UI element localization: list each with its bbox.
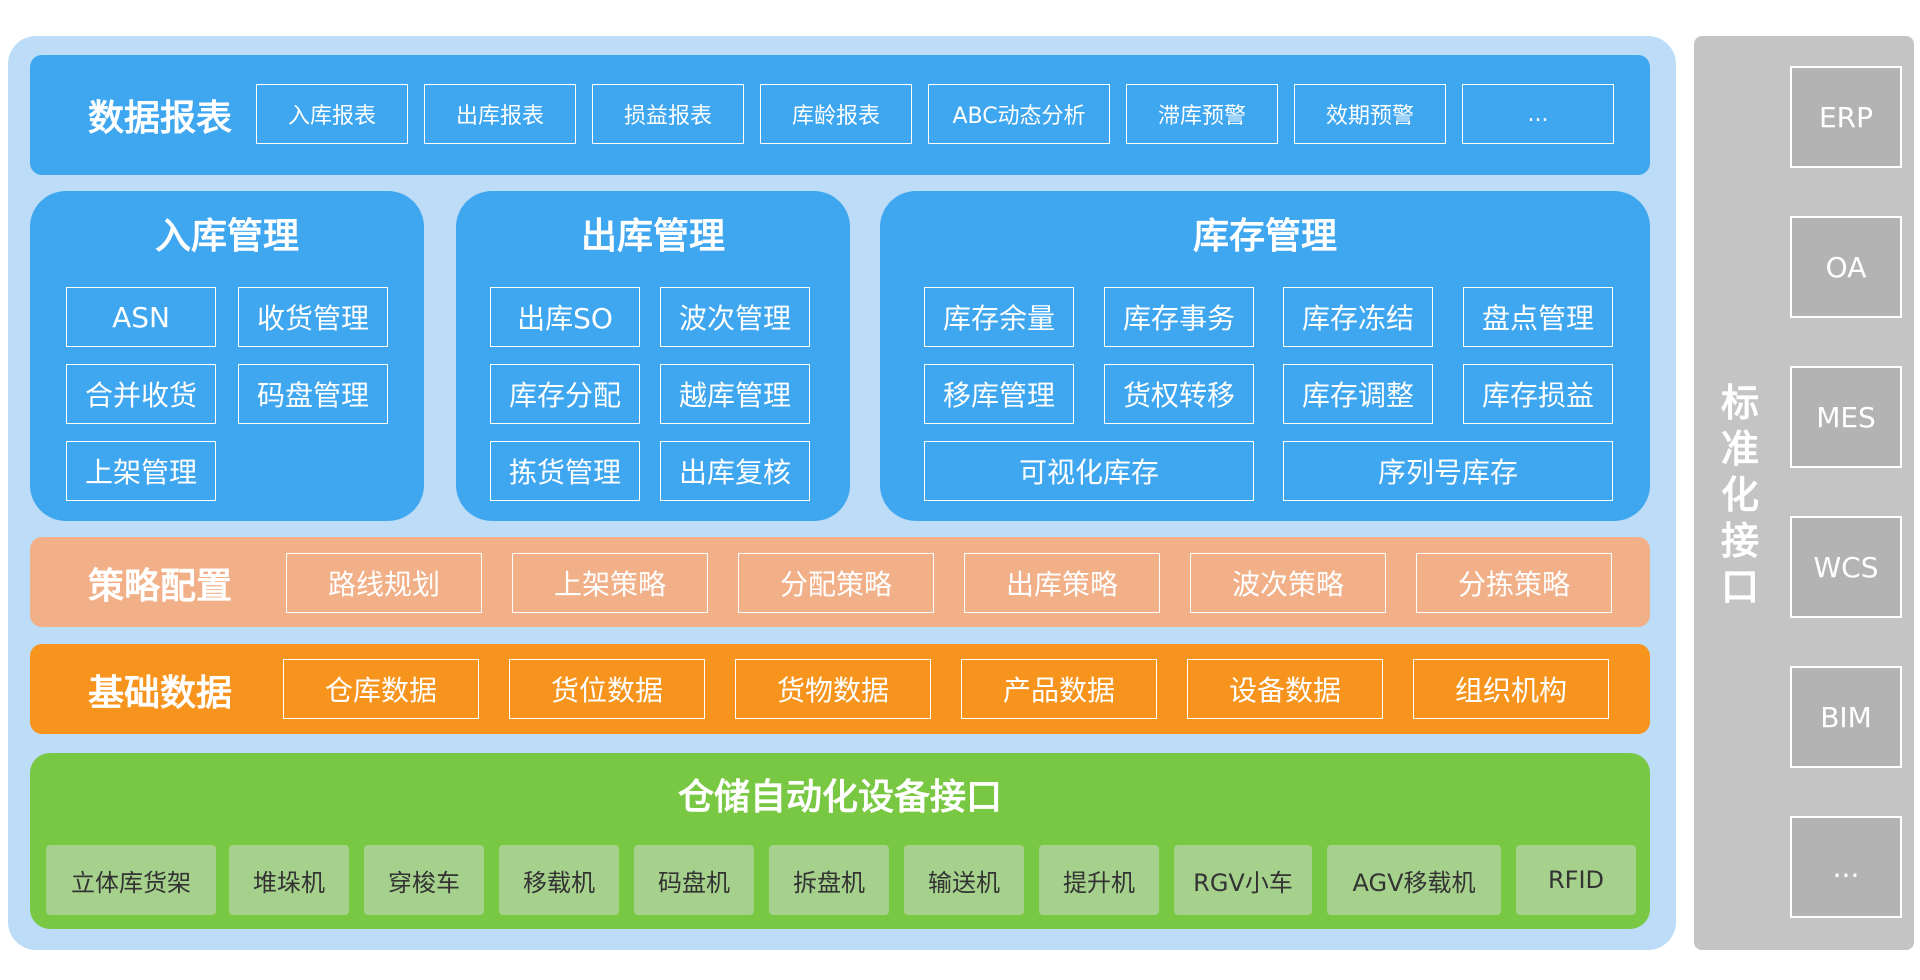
automation-item-transfer: 移载机 <box>499 845 619 915</box>
outbound-item-wave: 波次管理 <box>660 287 810 347</box>
base-item-location: 货位数据 <box>509 659 705 719</box>
base-item-equipment: 设备数据 <box>1187 659 1383 719</box>
strategy-item-allocation: 分配策略 <box>738 553 934 613</box>
inventory-panel <box>880 191 1650 521</box>
data-report-row <box>30 55 1650 175</box>
automation-item-stacker: 堆垛机 <box>229 845 349 915</box>
inventory-item-visual: 可视化库存 <box>924 441 1254 501</box>
report-item-stock-age: 库龄报表 <box>760 84 912 144</box>
inventory-item-transactions: 库存事务 <box>1104 287 1254 347</box>
automation-item-lift: 提升机 <box>1039 845 1159 915</box>
inventory-item-adjustment: 库存调整 <box>1283 364 1433 424</box>
base-item-product: 产品数据 <box>961 659 1157 719</box>
automation-item-rfid: RFID <box>1516 845 1636 915</box>
outbound-panel <box>456 191 850 521</box>
outbound-title: 出库管理 <box>580 216 725 257</box>
outbound-item-review: 出库复核 <box>660 441 810 501</box>
base-item-warehouse: 仓库数据 <box>283 659 479 719</box>
inbound-item-merge-receiving: 合并收货 <box>66 364 216 424</box>
inbound-item-asn: ASN <box>66 287 216 347</box>
report-item-overstock-alert: 滞库预警 <box>1126 84 1278 144</box>
data-report-title: 数据报表 <box>87 98 232 139</box>
inbound-panel <box>30 191 424 521</box>
automation-item-agv: AGV移载机 <box>1327 845 1501 915</box>
inbound-item-putaway: 上架管理 <box>66 441 216 501</box>
outbound-item-so: 出库SO <box>490 287 640 347</box>
inventory-item-ownership-transfer: 货权转移 <box>1104 364 1254 424</box>
strategy-title: 策略配置 <box>87 566 232 607</box>
report-item-expiry-alert: 效期预警 <box>1294 84 1446 144</box>
inventory-item-freeze: 库存冻结 <box>1283 287 1433 347</box>
inventory-item-stocktake: 盘点管理 <box>1463 287 1613 347</box>
strategy-item-sorting: 分拣策略 <box>1416 553 1612 613</box>
report-item-more: ... <box>1462 84 1614 144</box>
strategy-item-route: 路线规划 <box>286 553 482 613</box>
automation-item-conveyor: 输送机 <box>904 845 1024 915</box>
inventory-item-relocation: 移库管理 <box>924 364 1074 424</box>
automation-item-palletizer: 码盘机 <box>634 845 754 915</box>
automation-item-rgv: RGV小车 <box>1174 845 1312 915</box>
strategy-item-putaway: 上架策略 <box>512 553 708 613</box>
inventory-title: 库存管理 <box>1192 216 1337 257</box>
report-item-abc-analysis: ABC动态分析 <box>928 84 1110 144</box>
strategy-item-outbound: 出库策略 <box>964 553 1160 613</box>
base-data-title: 基础数据 <box>87 673 232 714</box>
automation-item-depalletizer: 拆盘机 <box>769 845 889 915</box>
report-item-profit-loss: 损益报表 <box>592 84 744 144</box>
outbound-item-allocation: 库存分配 <box>490 364 640 424</box>
interface-item-more: ... <box>1790 816 1902 918</box>
interface-item-wcs: WCS <box>1790 516 1902 618</box>
report-item-inbound: 入库报表 <box>256 84 408 144</box>
automation-title: 仓储自动化设备接口 <box>677 777 1002 818</box>
report-item-outbound: 出库报表 <box>424 84 576 144</box>
interface-item-erp: ERP <box>1790 66 1902 168</box>
inbound-item-receiving: 收货管理 <box>238 287 388 347</box>
inventory-item-balance: 库存余量 <box>924 287 1074 347</box>
outbound-item-picking: 拣货管理 <box>490 441 640 501</box>
outbound-item-cross-dock: 越库管理 <box>660 364 810 424</box>
inventory-item-profit-loss: 库存损益 <box>1463 364 1613 424</box>
standard-interface-title: 标准化接口 <box>1720 381 1759 609</box>
interface-item-mes: MES <box>1790 366 1902 468</box>
base-item-organization: 组织机构 <box>1413 659 1609 719</box>
strategy-item-wave: 波次策略 <box>1190 553 1386 613</box>
base-item-goods: 货物数据 <box>735 659 931 719</box>
automation-item-rack: 立体库货架 <box>46 845 216 915</box>
interface-item-bim: BIM <box>1790 666 1902 768</box>
interface-item-oa: OA <box>1790 216 1902 318</box>
standard-interface-column <box>1694 36 1914 950</box>
automation-item-shuttle: 穿梭车 <box>364 845 484 915</box>
inventory-item-serial: 序列号库存 <box>1283 441 1613 501</box>
inbound-item-palletizing: 码盘管理 <box>238 364 388 424</box>
inbound-title: 入库管理 <box>154 216 299 257</box>
